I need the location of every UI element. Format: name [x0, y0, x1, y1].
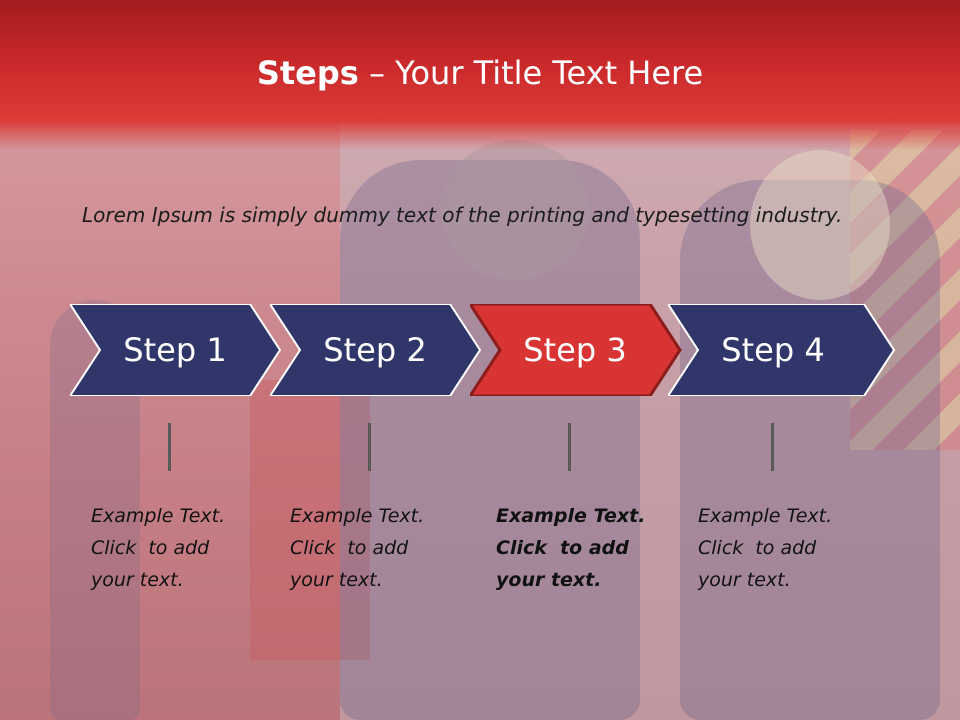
step-3-arrow[interactable]: Step 3 [470, 304, 700, 396]
connector-line-1 [168, 423, 171, 471]
step-4-description[interactable]: Example Text. Click to add your text. [698, 500, 878, 596]
step-2-description[interactable]: Example Text. Click to add your text. [290, 500, 470, 596]
step-label: Step 1 [123, 331, 227, 369]
chevron-shape [470, 304, 682, 396]
desc-line: Click to add [290, 537, 409, 559]
step-1-arrow[interactable]: Step 1 [70, 304, 300, 396]
desc-line: Click to add [496, 537, 629, 559]
step-1-description[interactable]: Example Text. Click to add your text. [91, 500, 271, 596]
desc-line: Click to add [698, 537, 817, 559]
connector-line-4 [771, 423, 774, 471]
desc-line: your text. [290, 569, 383, 591]
desc-line: your text. [91, 569, 184, 591]
desc-line: Click to add [91, 537, 210, 559]
title-rest: – Your Title Text Here [358, 54, 704, 92]
chevron-shape [668, 304, 896, 396]
desc-line: your text. [496, 569, 602, 591]
step-label: Step 3 [523, 331, 627, 369]
title-bold: Steps [256, 54, 359, 92]
chevron-shape [70, 304, 282, 396]
desc-line: Example Text. [496, 505, 646, 527]
desc-line: Example Text. [91, 505, 226, 527]
slide-title[interactable]: Steps – Your Title Text Here [0, 54, 960, 92]
desc-line: your text. [698, 569, 791, 591]
connector-line-3 [568, 423, 571, 471]
chevron-shape [270, 304, 482, 396]
intro-text[interactable]: Lorem Ipsum is simply dummy text of the … [82, 203, 843, 227]
step-3-description[interactable]: Example Text. Click to add your text. [496, 500, 676, 596]
desc-line: Example Text. [290, 505, 425, 527]
title-bar [0, 0, 960, 150]
step-2-arrow[interactable]: Step 2 [270, 304, 500, 396]
connector-line-2 [368, 423, 371, 471]
step-4-arrow[interactable]: Step 4 [668, 304, 898, 396]
step-label: Step 2 [323, 331, 427, 369]
step-label: Step 4 [721, 331, 825, 369]
desc-line: Example Text. [698, 505, 833, 527]
